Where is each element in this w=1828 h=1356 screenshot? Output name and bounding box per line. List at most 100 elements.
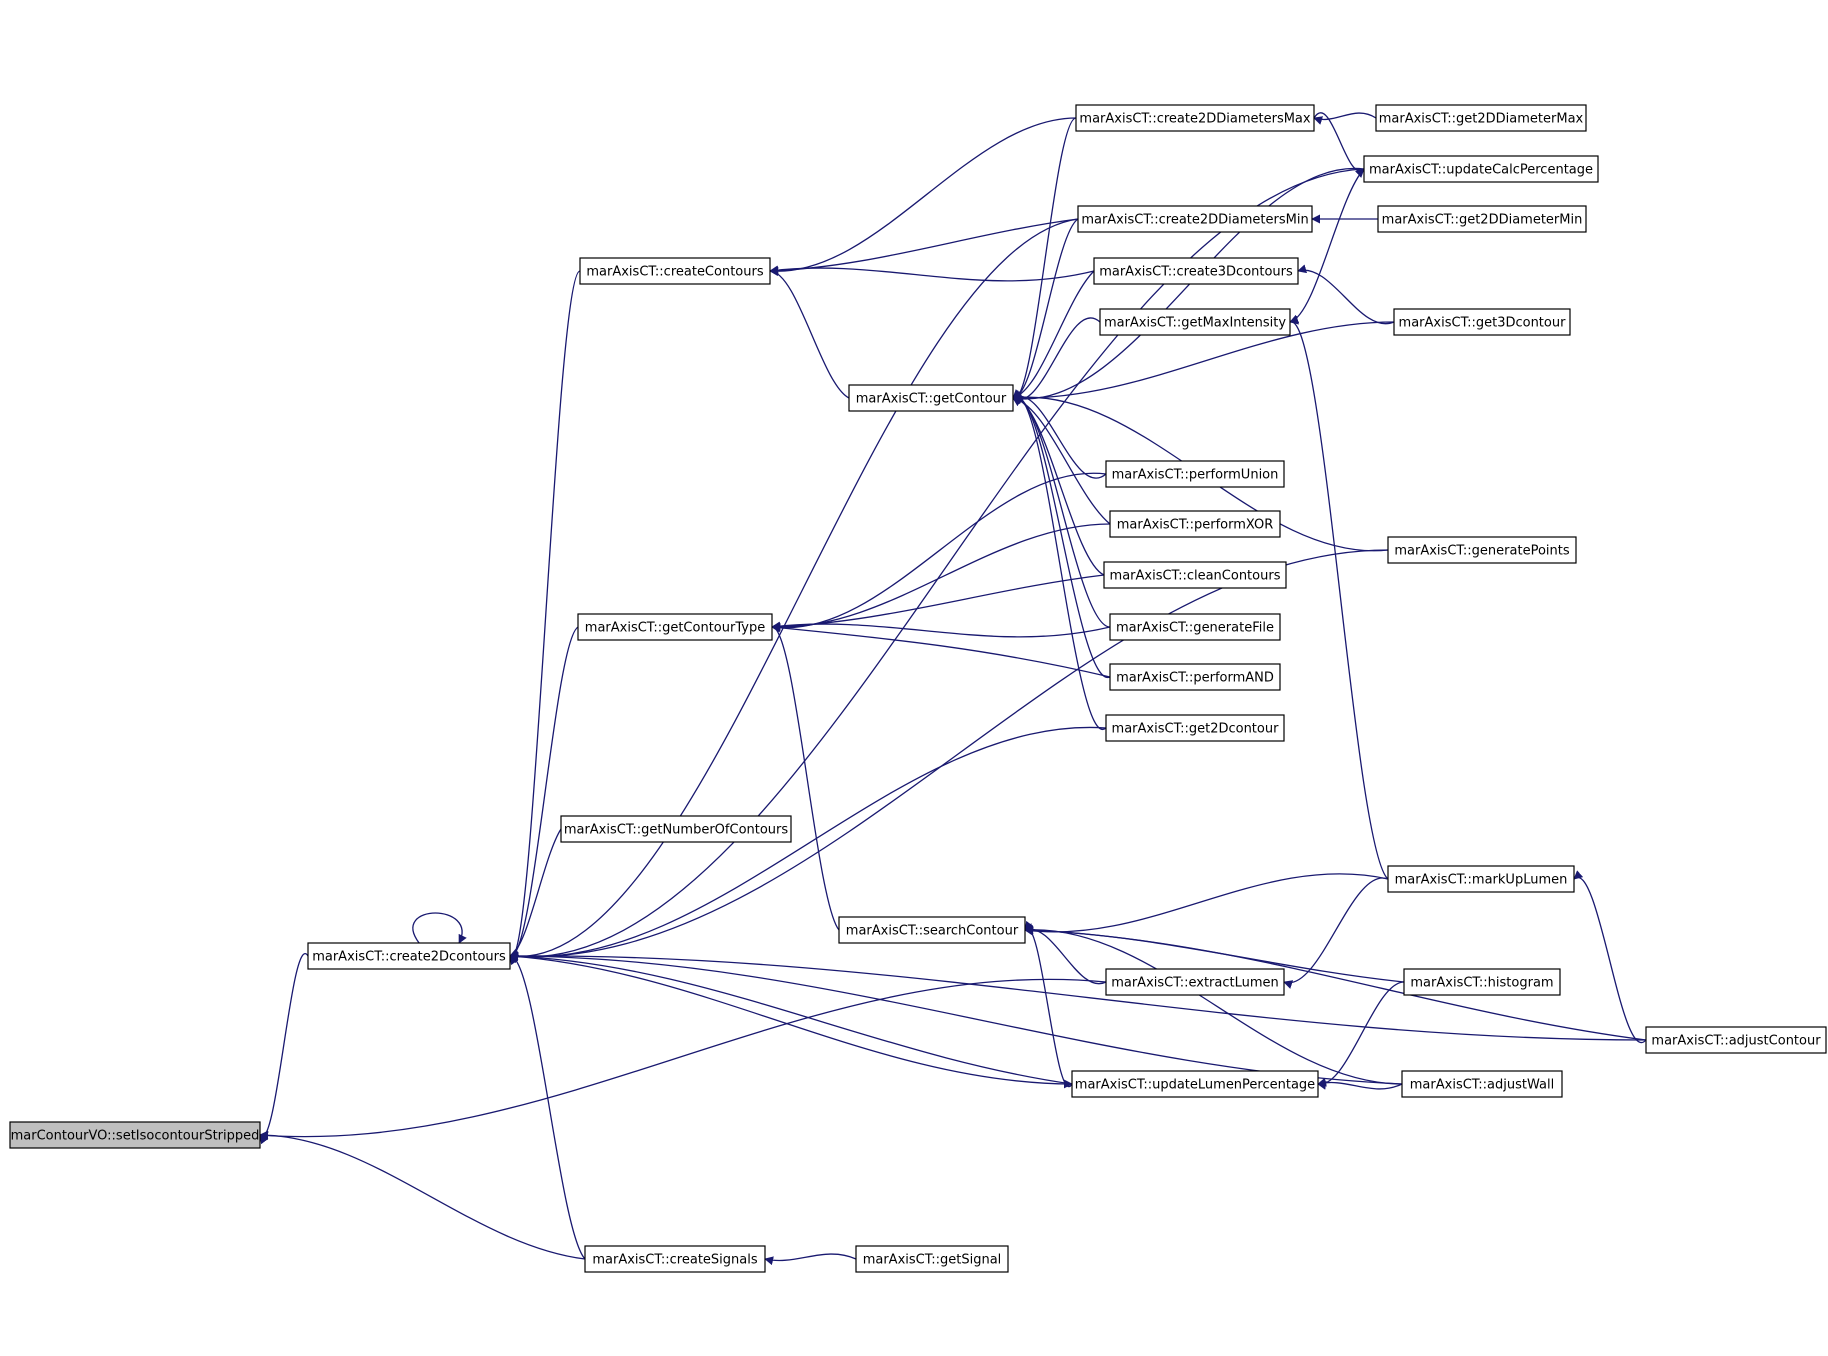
node-box [1363, 155, 1599, 183]
node-create2D[interactable]: marAxisCT::create2Dcontours [307, 942, 511, 970]
node-createContours[interactable]: marAxisCT::createContours [579, 257, 771, 285]
node-genPoints[interactable]: marAxisCT::generatePoints [1387, 536, 1577, 564]
edge-get2Dc-to-create2D [509, 726, 1107, 962]
node-getContourType[interactable]: marAxisCT::getContourType [577, 613, 773, 641]
edge-and-to-getContourType [771, 623, 1111, 678]
node-getContour[interactable]: marAxisCT::getContour [848, 384, 1014, 412]
edge-adjContour-to-searchContour [1024, 925, 1647, 1041]
node-extract[interactable]: marAxisCT::extractLumen [1105, 968, 1285, 996]
node-updLumen[interactable]: marAxisCT::updateLumenPercentage [1071, 1070, 1319, 1098]
edge-updLumen-to-create2D [509, 951, 1073, 1085]
edge-diamMin-to-getContour [1012, 218, 1079, 404]
edge-adjWall-to-searchContour [1024, 925, 1403, 1085]
node-label: marAxisCT::getSignal [863, 1253, 1002, 1268]
edge-clean-to-getContour [1012, 393, 1105, 576]
edge-extract-to-setIso [259, 978, 1107, 1141]
node-box [1105, 968, 1285, 996]
node-box [838, 916, 1026, 944]
edge-getNumber-to-create2D [509, 828, 562, 957]
edges-layer [259, 112, 1647, 1266]
edge-updLumen-to-searchContour [1024, 920, 1073, 1088]
node-searchContour[interactable]: marAxisCT::searchContour [838, 916, 1026, 944]
node-maxInt[interactable]: marAxisCT::getMaxIntensity [1099, 308, 1291, 336]
edge-histogram-to-updLumen [1317, 981, 1405, 1090]
edge-diamMax-to-createContours [769, 117, 1077, 277]
node-createSignals[interactable]: marAxisCT::createSignals [584, 1245, 766, 1273]
node-label: marAxisCT::getContourType [585, 621, 765, 636]
node-label: marAxisCT::create2DDiametersMin [1081, 213, 1308, 228]
node-label: marAxisCT::create3Dcontours [1099, 265, 1293, 280]
node-clean[interactable]: marAxisCT::cleanContours [1103, 561, 1287, 589]
edge-getContour-to-createContours [769, 266, 850, 399]
node-markUp[interactable]: marAxisCT::markUpLumen [1387, 865, 1575, 893]
edge-get2Dc-to-getContour [1012, 389, 1107, 730]
node-label: marAxisCT::get3Dcontour [1399, 316, 1567, 331]
edge-diamMax-to-getContour [1012, 117, 1077, 407]
node-box [1105, 460, 1285, 488]
node-box [1645, 1026, 1827, 1054]
edge-diamMin-to-createContours [769, 218, 1079, 276]
node-label: marAxisCT::performAND [1116, 671, 1274, 686]
node-box [855, 1245, 1009, 1273]
edge-diamMin-to-create2D [509, 218, 1079, 962]
node-get2DMax[interactable]: marAxisCT::get2DDiameterMax [1375, 104, 1587, 132]
node-box [584, 1245, 766, 1273]
edge-markUp-to-searchContour [1024, 873, 1389, 936]
edge-genFile-to-getContour [1012, 391, 1111, 628]
node-label: marAxisCT::generatePoints [1394, 544, 1569, 559]
node-label: marAxisCT::searchContour [846, 924, 1019, 939]
node-getNumber[interactable]: marAxisCT::getNumberOfContours [560, 815, 792, 843]
node-box [1077, 205, 1313, 233]
node-box [1387, 865, 1575, 893]
node-box [1377, 205, 1587, 233]
node-adjContour[interactable]: marAxisCT::adjustContour [1645, 1026, 1827, 1054]
node-getSignal[interactable]: marAxisCT::getSignal [855, 1245, 1009, 1273]
node-histogram[interactable]: marAxisCT::histogram [1403, 968, 1561, 996]
node-xor[interactable]: marAxisCT::performXOR [1109, 510, 1281, 538]
node-box [1071, 1070, 1319, 1098]
node-label: marAxisCT::adjustContour [1651, 1034, 1821, 1049]
node-label: marAxisCT::get2Dcontour [1112, 722, 1280, 737]
node-genFile[interactable]: marAxisCT::generateFile [1109, 613, 1281, 641]
node-label: marAxisCT::getMaxIntensity [1104, 316, 1286, 331]
node-label: marAxisCT::performUnion [1112, 468, 1279, 483]
node-box [1403, 968, 1561, 996]
node-label: marAxisCT::markUpLumen [1395, 873, 1568, 888]
node-box [1103, 561, 1287, 589]
node-updCalc[interactable]: marAxisCT::updateCalcPercentage [1363, 155, 1599, 183]
edge-create2D-to-create2D [412, 912, 467, 944]
node-label: marAxisCT::updateCalcPercentage [1369, 163, 1593, 178]
node-label: marAxisCT::getNumberOfContours [564, 823, 789, 838]
node-box [577, 613, 773, 641]
node-diamMin[interactable]: marAxisCT::create2DDiametersMin [1077, 205, 1313, 233]
edge-markUp-to-extract [1283, 877, 1389, 989]
node-diamMax[interactable]: marAxisCT::create2DDiametersMax [1075, 104, 1315, 132]
edge-createSignals-to-create2D [509, 951, 586, 1260]
edge-xor-to-getContour [1012, 395, 1111, 525]
node-get2Dc[interactable]: marAxisCT::get2Dcontour [1105, 714, 1285, 742]
node-setIso[interactable]: marContourVO::setIsocontourStripped [9, 1121, 261, 1149]
node-union[interactable]: marAxisCT::performUnion [1105, 460, 1285, 488]
node-get2DMin[interactable]: marAxisCT::get2DDiameterMin [1377, 205, 1587, 233]
node-box [1109, 510, 1281, 538]
node-adjWall[interactable]: marAxisCT::adjustWall [1401, 1070, 1563, 1098]
node-label: marAxisCT::createContours [586, 265, 763, 280]
node-label: marAxisCT::updateLumenPercentage [1075, 1078, 1315, 1093]
edge-updCalc-to-getContour [1012, 167, 1365, 404]
edge-union-to-getContour [1012, 390, 1107, 479]
node-box [560, 815, 792, 843]
edge-adjWall-to-updLumen [1317, 1077, 1403, 1090]
node-label: marAxisCT::create2DDiametersMax [1079, 112, 1310, 127]
edge-genPoints-to-create2D [509, 549, 1389, 962]
node-label: marAxisCT::createSignals [592, 1253, 757, 1268]
edge-c3D-to-createContours [769, 265, 1095, 282]
node-label: marAxisCT::getContour [856, 392, 1007, 407]
edge-create2D-to-setIso [259, 952, 309, 1145]
edge-get3D-to-getContour [1012, 321, 1395, 403]
node-get3D[interactable]: marAxisCT::get3Dcontour [1393, 308, 1571, 336]
node-c3D[interactable]: marAxisCT::create3Dcontours [1093, 257, 1299, 285]
node-and[interactable]: marAxisCT::performAND [1109, 663, 1281, 691]
node-label: marAxisCT::create2Dcontours [312, 950, 506, 965]
node-box [1393, 308, 1571, 336]
node-box [1099, 308, 1291, 336]
